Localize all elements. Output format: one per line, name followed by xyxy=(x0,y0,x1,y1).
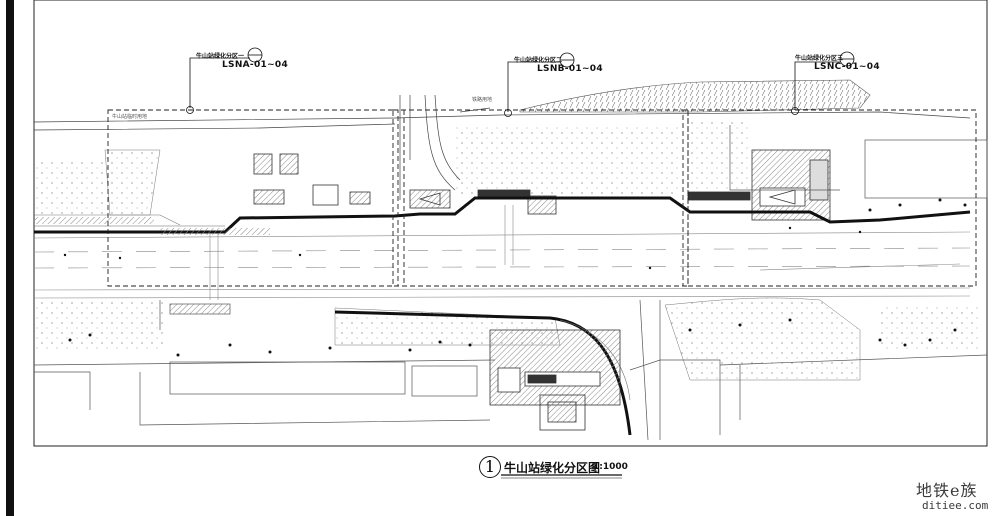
zone-1-title: 牛山站绿化分区一 xyxy=(196,53,245,60)
caption-title: 牛山站绿化分区图 xyxy=(504,461,601,475)
lower-outlines xyxy=(33,299,988,441)
zone-box-3 xyxy=(682,109,977,287)
zone-box-1 xyxy=(107,109,399,287)
zone-2-title: 牛山站绿化分区二 xyxy=(514,57,563,64)
left-label: 牛山站临时用地 xyxy=(112,114,148,120)
watermark-logo: 地铁e族 xyxy=(916,481,978,500)
structures-right xyxy=(477,149,831,221)
rail-label: 铁路用地 xyxy=(472,97,493,103)
lane-lines xyxy=(33,205,971,300)
embankment xyxy=(519,79,871,113)
tree-dots xyxy=(63,198,967,357)
zone-3-code: LSNC-01~04 xyxy=(814,62,880,72)
watermark-url: ditiee.com xyxy=(922,499,989,512)
caption-scale: 1:1000 xyxy=(593,462,628,472)
caption-number: 1 xyxy=(479,456,501,478)
zone-box-2 xyxy=(392,109,689,287)
structures-left xyxy=(253,153,451,209)
zone-1-code: LSNA-01~04 xyxy=(222,60,289,70)
lower-structure xyxy=(489,329,621,431)
road-edge xyxy=(34,196,971,234)
zone-boundaries xyxy=(107,109,977,287)
zone-2-code: LSNB-01~04 xyxy=(537,64,603,74)
callouts xyxy=(186,47,855,117)
upper-boundaries xyxy=(33,94,971,200)
zone-3-title: 牛山站绿化分区三 xyxy=(795,55,844,62)
outer-frame xyxy=(6,0,14,516)
